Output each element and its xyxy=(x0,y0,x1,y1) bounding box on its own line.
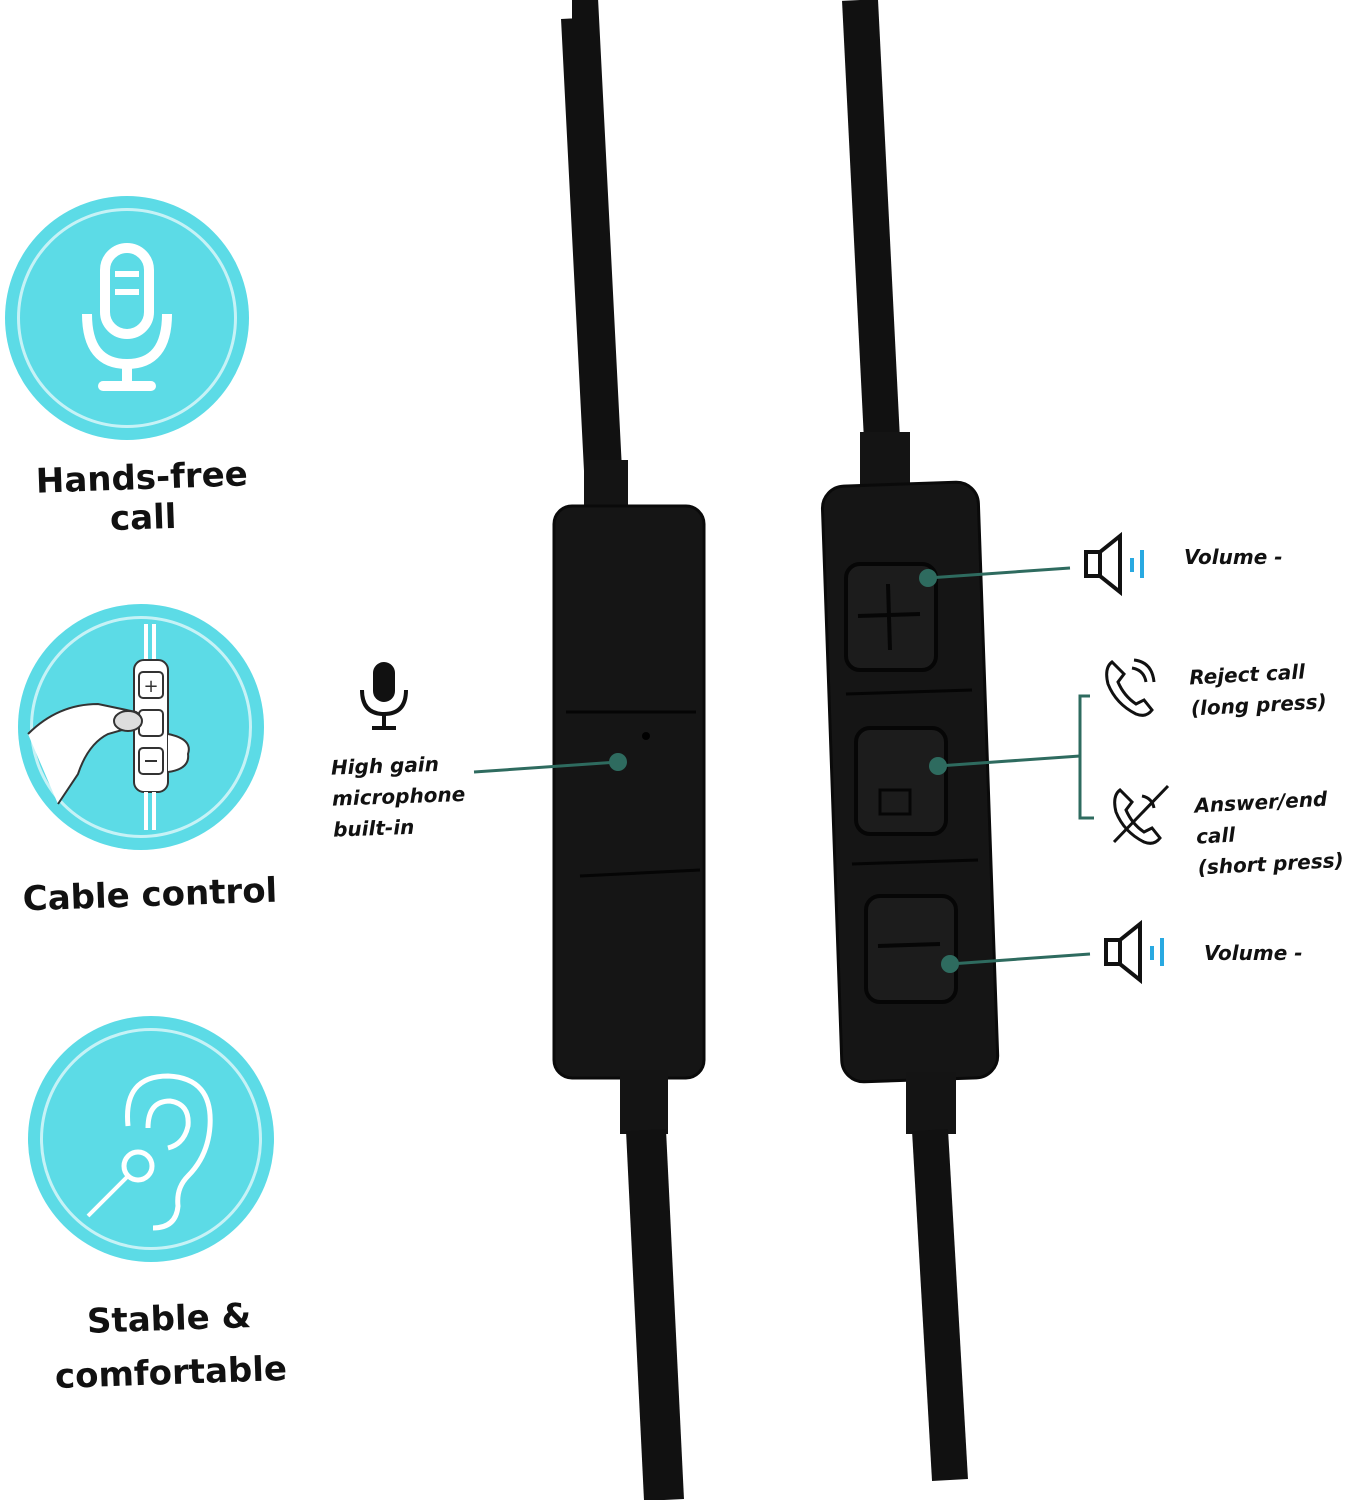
phone-end-icon xyxy=(1112,784,1170,845)
hands-free-badge xyxy=(5,196,249,440)
speaker-icon xyxy=(1104,919,1164,985)
mic-callout-text: High gain microphone built-in xyxy=(330,751,466,842)
left-mic-housing xyxy=(552,504,706,1080)
volume-down-callout-text: Volume - xyxy=(1204,941,1303,965)
svg-text:+: + xyxy=(143,676,158,697)
answer-callout-text: Answer/end call (short press) xyxy=(1193,786,1345,880)
cable-control-badge: + xyxy=(18,604,264,850)
comfort-badge xyxy=(28,1016,274,1262)
left-strain-relief-bottom xyxy=(620,1070,668,1134)
microphone-icon xyxy=(82,243,172,391)
reject-callout-text: Reject call (long press) xyxy=(1188,659,1328,721)
volume-up-callout-text: Volume - xyxy=(1184,545,1283,569)
ear-icon xyxy=(86,1073,213,1231)
volume-down-key xyxy=(864,894,958,1004)
mic-hole xyxy=(642,732,650,740)
right-strain-relief-bottom xyxy=(906,1072,956,1134)
phone-ringing-icon xyxy=(1105,658,1156,717)
hand-remote-icon: + xyxy=(27,624,190,830)
play-pause-key xyxy=(854,726,948,836)
left-cable-lower xyxy=(626,1129,684,1500)
right-strain-relief-top xyxy=(860,432,910,492)
microphone-icon xyxy=(360,662,408,730)
left-cable-upper xyxy=(561,0,623,491)
speaker-icon xyxy=(1084,531,1144,597)
right-cable-lower xyxy=(912,1128,968,1482)
right-cable-upper xyxy=(842,0,902,481)
